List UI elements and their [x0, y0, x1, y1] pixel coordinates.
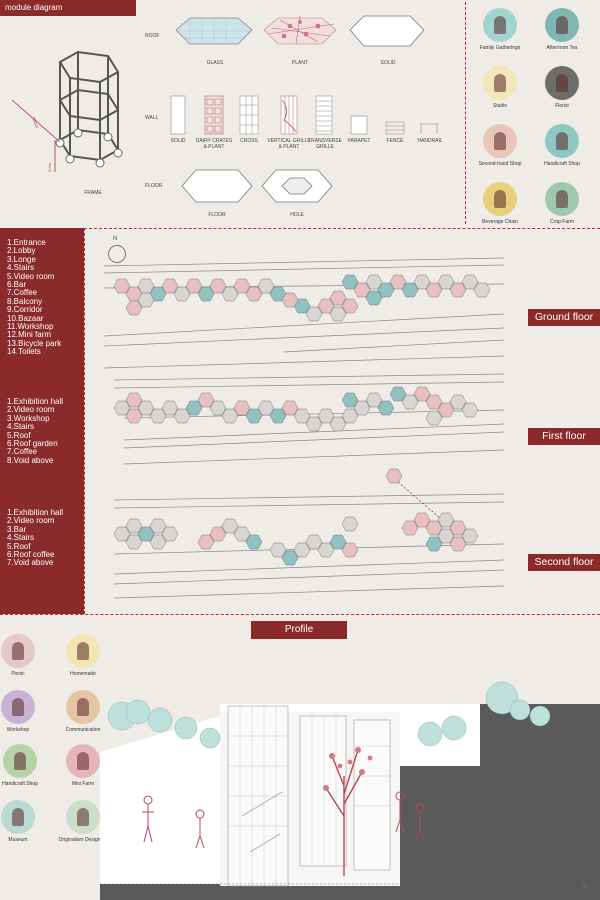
wall-parapet: [350, 115, 368, 135]
activity-mini-farm: Mini Farm: [61, 744, 105, 787]
activity-florist-icon: [545, 66, 579, 100]
floor-solid: [181, 169, 253, 203]
activity-second-hand-shop: Second-hand Shop: [478, 124, 522, 167]
divider-vertical-plans: [84, 228, 85, 614]
activity-studio-icon: [483, 66, 517, 100]
activity-family-gatherings-icon: [483, 8, 517, 42]
floor-label: FLOOR: [145, 183, 163, 189]
ground-floor-hexes: [113, 274, 491, 322]
floor-caption-hole: HOLE: [290, 212, 304, 218]
roof-plant: [263, 15, 337, 45]
divider-vertical-top: [465, 2, 466, 224]
floor-hole: [261, 169, 333, 203]
roof-caption-solid: SOLID: [380, 60, 396, 66]
activity-homemade: Homemade: [61, 634, 105, 677]
activity-museum-icon: [1, 800, 35, 834]
activity-homemade-icon: [66, 634, 100, 668]
profile-trees: [107, 681, 551, 749]
activity-second-hand-shop-icon: [483, 124, 517, 158]
legend-ground-floor: 1.Entrance 2.Lobby 3.Longe 4.Stairs 5.Vi…: [7, 238, 62, 357]
roof-solid: [349, 15, 425, 47]
wall-solid: [170, 95, 186, 135]
roof-glass: [175, 17, 253, 45]
activity-originalism-designers: Originalism Designers: [56, 800, 110, 843]
legend-second-floor: 1.Exhibition hall 2.Video room 3.Bar 4.S…: [7, 508, 64, 568]
activity-profile-handicraft-shop: Handicraft Shop: [0, 744, 40, 787]
profile-figures: [142, 791, 425, 849]
activity-crop-farm: Crop Farm: [540, 182, 584, 225]
wall-caption-cross: CROSS: [240, 138, 258, 144]
wall-cross: [239, 95, 259, 135]
module-diagram: [11, 15, 438, 203]
activity-studio: Studio: [478, 66, 522, 109]
second-floor-hexes: [113, 468, 479, 566]
wall-label: WALL: [145, 115, 159, 121]
divider-horizontal-top: [84, 228, 600, 229]
activity-communication-icon: [66, 690, 100, 724]
module-diagram-title: module diagram: [0, 0, 136, 16]
legend-first-floor: 1.Exhibition hall 2.Video room 3.Worksho…: [7, 397, 64, 465]
activity-workshop: Workshop: [0, 690, 36, 733]
wall-fence: [385, 121, 405, 135]
activity-beverage-chain-icon: [483, 182, 517, 216]
wall-handrail: [420, 123, 438, 134]
activity-handicraft-shop-icon: [545, 124, 579, 158]
profile-title: Profile: [251, 621, 347, 639]
wall-caption-dairy-crates: DAIRY CRATES & PLANT: [195, 138, 233, 150]
activity-museum: Museum: [0, 800, 36, 843]
wall-caption-transverse-grille: TRANSVERSE GRILLE: [308, 138, 342, 150]
activity-afternoon-tea: Afternoon Tea: [540, 8, 584, 51]
frame-dimension-b: 3.0m: [46, 163, 52, 172]
activity-picnic-icon: [1, 634, 35, 668]
activity-originalism-designers-icon: [66, 800, 100, 834]
activity-crop-farm-icon: [545, 182, 579, 216]
activity-mini-farm-icon: [66, 744, 100, 778]
wall-caption-vertical-grille: VERTICAL GRILLE & PLANT: [267, 138, 311, 150]
activity-afternoon-tea-icon: [545, 8, 579, 42]
wall-transverse-grille: [315, 95, 333, 135]
second-floor-tag: Second floor: [528, 554, 600, 571]
wall-vertical-grille-plant: [280, 95, 298, 135]
wall-caption-fence: FENCE: [386, 138, 404, 144]
activity-beverage-chain: Beverage Chain: [478, 182, 522, 225]
first-floor-tag: First floor: [528, 428, 600, 445]
ground-floor-tag: Ground floor: [528, 309, 600, 326]
wall-caption-parapet: PARAPET: [347, 138, 371, 144]
roof-caption-glass: GLASS: [206, 60, 224, 66]
floor-plans: [103, 257, 505, 599]
activity-florist: Florist: [540, 66, 584, 109]
activity-profile-handicraft-shop-icon: [3, 744, 37, 778]
profile-red-tree: [325, 749, 363, 876]
frame-drawing: [58, 50, 120, 162]
activity-handicraft-shop: Handicraft Shop: [540, 124, 584, 167]
roof-label: ROOF: [145, 33, 160, 39]
legend-sidebar: [0, 228, 84, 614]
wall-dairy-crates: [204, 95, 224, 135]
floor-caption-floor: FLOOR: [208, 212, 226, 218]
activity-workshop-icon: [1, 690, 35, 724]
frame-label: FRAME: [84, 190, 102, 196]
first-floor-hexes: [113, 386, 479, 432]
profile-section-drawing: [100, 681, 600, 900]
compass-north-label: N: [113, 236, 118, 242]
compass-icon: [108, 245, 126, 263]
page-number: 3: [582, 884, 586, 890]
activity-family-gatherings: Family Gatherings: [478, 8, 522, 51]
roof-caption-plant: PLANT: [291, 60, 309, 66]
wall-caption-solid: SOLID: [170, 138, 186, 144]
activity-picnic: Picnic: [0, 634, 36, 677]
wall-caption-handrail: HANDRAIL: [417, 138, 443, 144]
divider-horizontal-profile: [0, 614, 600, 615]
activity-communication: Communication: [61, 690, 105, 733]
